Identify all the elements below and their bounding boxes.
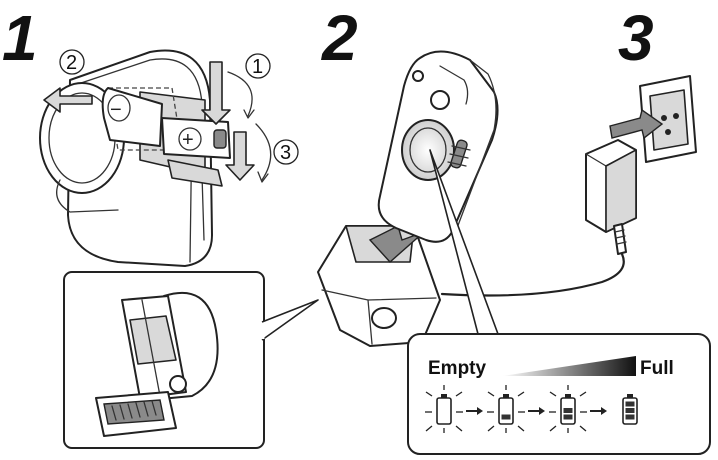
full-label: Full [640, 358, 674, 379]
callout-3: 3 [274, 140, 298, 164]
battery-insertion-illustration: − + 1 2 3 [40, 50, 298, 266]
battery-full-icon [623, 394, 637, 424]
svg-text:3: 3 [280, 142, 291, 164]
step-number-1: 1 [2, 2, 38, 74]
cradle-detail-inset [64, 272, 318, 448]
svg-text:2: 2 [66, 52, 77, 74]
svg-text:1: 1 [252, 56, 263, 78]
plus-terminal-icon: + [182, 129, 194, 151]
callout-1: 1 [246, 54, 270, 78]
charge-status-legend: Empty Full [408, 334, 710, 454]
power-adapter-illustration [586, 76, 696, 254]
step-number-3: 3 [618, 2, 654, 74]
empty-label: Empty [428, 358, 487, 379]
step-number-2: 2 [321, 2, 358, 74]
callout-2: 2 [60, 50, 84, 74]
